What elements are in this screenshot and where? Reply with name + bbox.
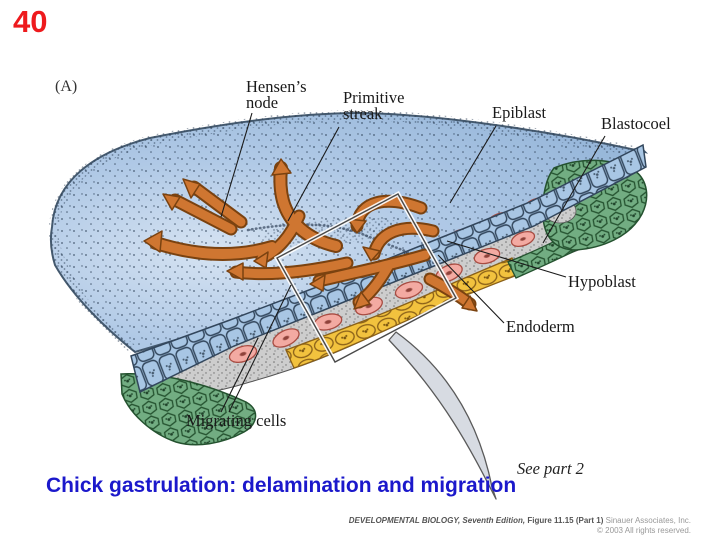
label-primitive-streak: Primitive streak — [343, 88, 405, 123]
cell-movement-arrows — [143, 158, 478, 312]
epiblast-leader-line — [449, 125, 497, 204]
see-part-2-arrow — [388, 331, 497, 500]
label-migrating-cells: Migrating cells — [186, 411, 287, 430]
credit-line-1: DEVELOPMENTAL BIOLOGY, Seventh Edition, … — [349, 516, 691, 526]
hypoblast-cells-lower-left — [120, 373, 257, 446]
label-hypoblast: Hypoblast — [568, 272, 636, 291]
primitive-streak-leader-line — [287, 126, 340, 222]
hypoblast-leader-line — [446, 240, 567, 278]
blastocoel-leader-line — [542, 135, 606, 244]
credit-figure-ref: Figure 11.15 (Part 1) — [527, 516, 604, 525]
leader-lines — [220, 112, 606, 413]
panel-label: (A) — [55, 78, 78, 95]
credit-copyright: © 2003 All rights reserved. — [597, 526, 691, 535]
label-endoderm: Endoderm — [506, 317, 575, 336]
label-blastocoel: Blastocoel — [601, 114, 671, 133]
label-hensens-node: Hensen’s node — [246, 77, 307, 112]
credit-book-title: DEVELOPMENTAL BIOLOGY, Seventh Edition, — [348, 516, 526, 525]
credit-publisher: Sinauer Associates, Inc. — [605, 516, 691, 525]
hensens-node-leader-line — [220, 112, 253, 218]
figure-credit: DEVELOPMENTAL BIOLOGY, Seventh Edition, … — [349, 516, 691, 536]
slide-number: 40 — [13, 4, 48, 39]
migrating-cells-leader-line-2 — [228, 284, 292, 413]
endoderm-leader-line — [437, 254, 505, 324]
slide-caption: Chick gastrulation: delamination and mig… — [46, 474, 517, 497]
label-see-part-2: See part 2 — [517, 459, 584, 478]
label-epiblast: Epiblast — [492, 103, 547, 122]
inset-box — [273, 190, 460, 366]
migrating-cells-leader-line-1 — [220, 337, 259, 413]
